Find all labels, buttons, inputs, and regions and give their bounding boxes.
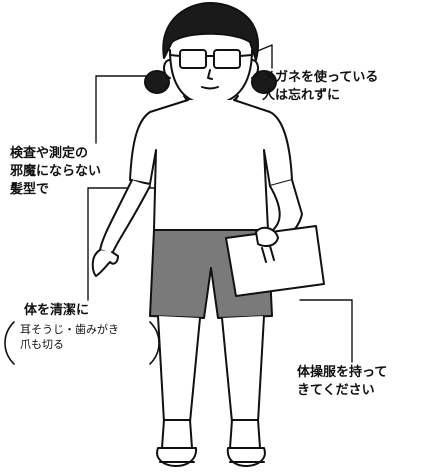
note-cleanliness-detail-2: 爪も切る: [20, 338, 64, 351]
note-hairstyle-line3: 髪型で: [10, 182, 50, 197]
fingers-right: [261, 245, 275, 263]
note-cleanliness-title: 体を清潔に: [24, 302, 89, 320]
leg-left: [157, 315, 201, 423]
hand-left: [91, 249, 119, 277]
shoe-left: [156, 447, 198, 467]
shoe-right: [226, 447, 266, 467]
note-pe-uniform-line1: 体操服を持って: [297, 365, 388, 380]
glasses-icon: [169, 49, 253, 69]
note-hairstyle: 検査や測定の 邪魔にならない 髪型で: [10, 145, 101, 199]
bracket-right: [149, 321, 160, 365]
sock-right: [229, 419, 261, 449]
paper-sheet: [225, 225, 325, 297]
note-glasses: メガネを使っている 人は忘れずに: [262, 69, 378, 105]
callout-line-hair: [95, 75, 169, 144]
mouth: [201, 86, 219, 90]
hair-bun-left: [144, 70, 170, 94]
note-glasses-line1: メガネを使っている: [262, 70, 379, 85]
note-hairstyle-line1: 検査や測定の: [10, 146, 89, 161]
note-pe-uniform: 体操服を持って きてください: [297, 364, 387, 400]
hair: [162, 1, 259, 61]
note-cleanliness-details: 耳そうじ・歯みがき 爪も切る: [10, 322, 119, 352]
note-pe-uniform-line2: きてください: [297, 383, 375, 398]
ear-left: [163, 59, 171, 79]
bracket-left: [4, 321, 15, 365]
hair-bun-right: [251, 70, 277, 94]
note-cleanliness-detail-1: 耳そうじ・歯みがき: [20, 323, 119, 336]
note-glasses-line2: 人は忘れずに: [262, 88, 341, 103]
callout-line-pe-uniform: [299, 299, 353, 363]
arm-left: [99, 179, 151, 255]
note-cleanliness-title-text: 体を清潔に: [24, 303, 90, 318]
sock-left: [161, 419, 193, 449]
ear-right: [251, 59, 259, 79]
leg-right: [221, 315, 265, 423]
t-shirt: [129, 99, 293, 231]
hand-right: [255, 226, 279, 247]
note-hairstyle-line2: 邪魔にならない: [10, 164, 102, 179]
nose: [207, 69, 213, 80]
